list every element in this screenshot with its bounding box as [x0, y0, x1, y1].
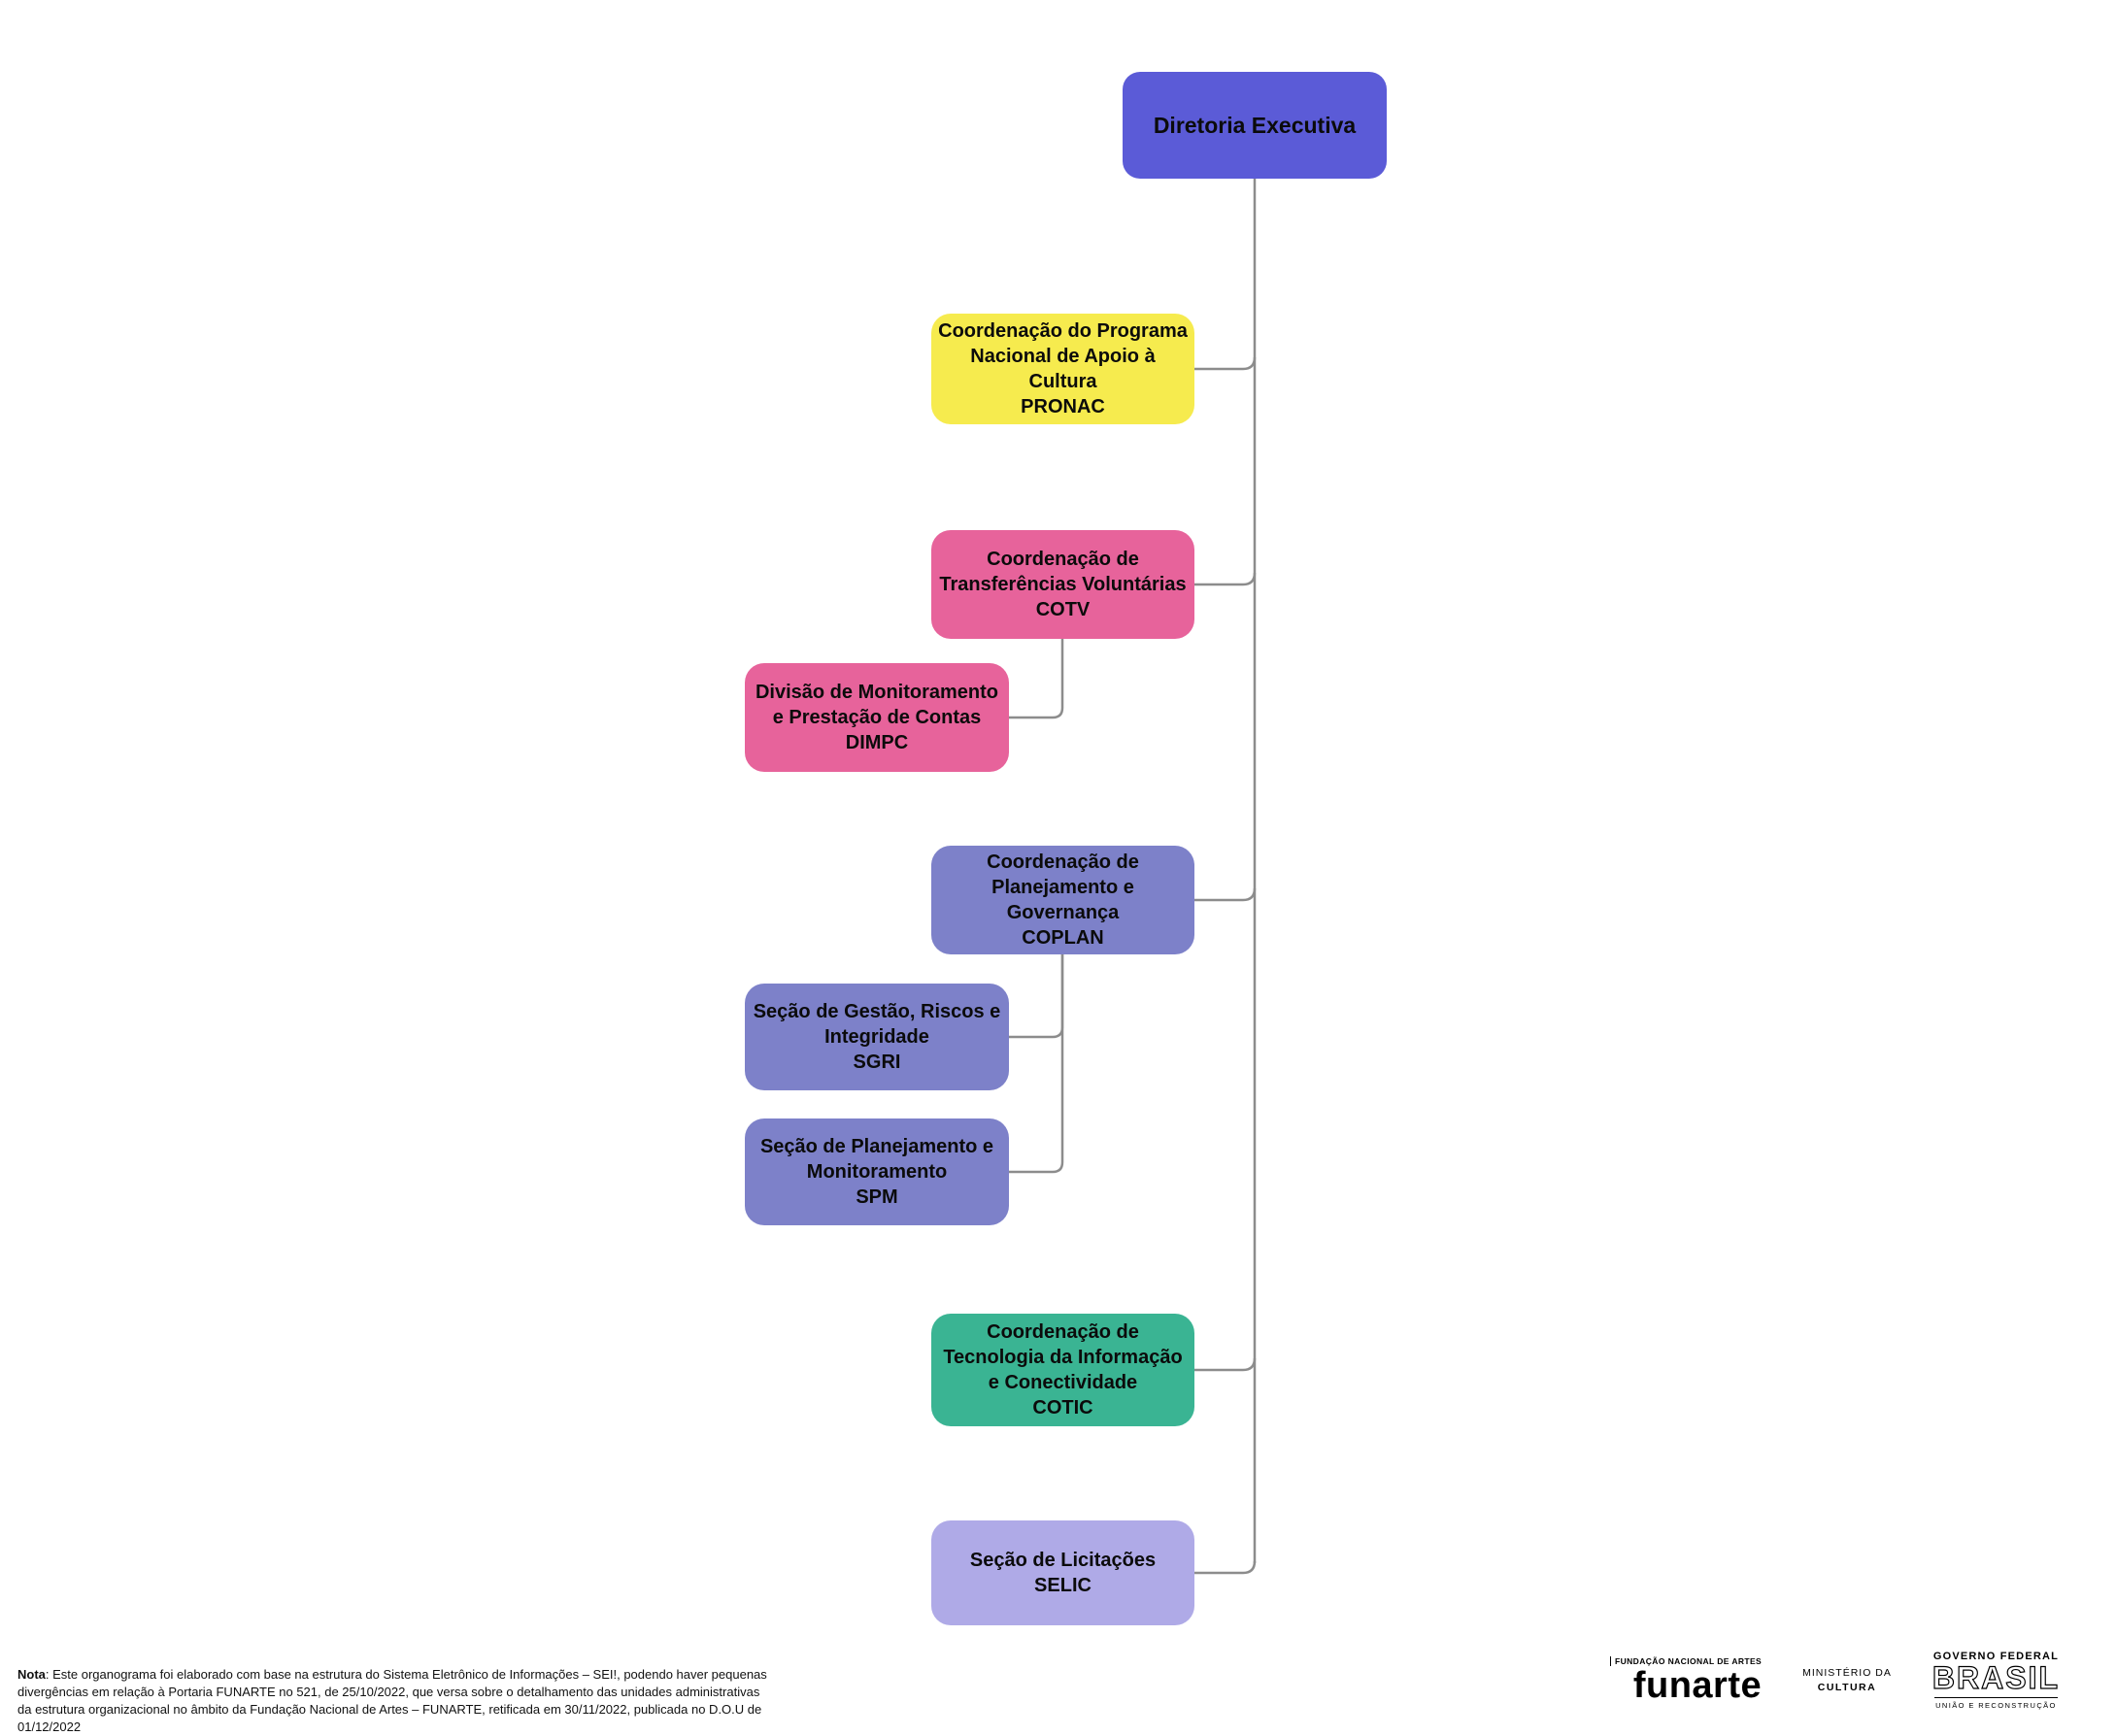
stub-coplan	[1194, 887, 1257, 902]
branch-dimpc	[1009, 639, 1064, 719]
org-node-name: Coordenação de Planejamento e Governança	[987, 851, 1139, 923]
org-node-dimpc: Divisão de Monitoramento e Prestação de …	[745, 663, 1009, 772]
governo-divider	[1933, 1696, 2058, 1698]
org-node-cotic: Coordenação de Tecnologia da Informação …	[931, 1314, 1194, 1426]
org-node-name: Diretoria Executiva	[1153, 113, 1357, 138]
funarte-logo: FUNDAÇÃO NACIONAL DE ARTES funarte	[1610, 1655, 1763, 1706]
stub-cotv	[1194, 572, 1257, 586]
stub-pronac	[1194, 356, 1257, 371]
org-node-acronym: DIMPC	[845, 732, 909, 753]
governo-federal-label: GOVERNO FEDERAL	[1932, 1651, 2060, 1662]
stub-selic	[1194, 1560, 1257, 1575]
org-node-acronym: COTV	[1035, 599, 1091, 620]
org-node-name: Divisão de Monitoramento e Prestação de …	[755, 682, 999, 728]
stub-cotic	[1194, 1357, 1257, 1372]
ministerio-cultura-logo: MINISTÉRIO DA CULTURA	[1802, 1667, 1892, 1693]
org-node-acronym: COPLAN	[1022, 927, 1104, 949]
ministerio-line1: MINISTÉRIO DA	[1802, 1666, 1892, 1679]
org-node-diretoria-executiva: Diretoria Executiva	[1123, 72, 1387, 179]
ministerio-line2: CULTURA	[1817, 1681, 1877, 1693]
org-node-name: Coordenação de Transferências Voluntária…	[939, 549, 1187, 595]
brasil-wordmark: BRASIL	[1931, 1660, 2060, 1695]
org-node-name: Seção de Gestão, Riscos e Integridade	[753, 1001, 1001, 1048]
footer-logos: FUNDAÇÃO NACIONAL DE ARTES funarte MINIS…	[1610, 1651, 2060, 1710]
org-node-acronym: SGRI	[853, 1052, 901, 1073]
funarte-logo-wordmark: funarte	[1632, 1664, 1763, 1706]
org-node-acronym: PRONAC	[1021, 396, 1105, 417]
org-node-name: Seção de Planejamento e Monitoramento	[759, 1136, 994, 1183]
org-node-acronym: COTIC	[1032, 1397, 1093, 1419]
org-node-acronym: SELIC	[1034, 1575, 1092, 1596]
branch-spm	[1009, 954, 1064, 1174]
governo-slogan: UNIÃO E RECONSTRUÇÃO	[1935, 1700, 2057, 1710]
org-node-name: Coordenação do Programa Nacional de Apoi…	[938, 320, 1188, 392]
org-node-cotv: Coordenação de Transferências Voluntária…	[931, 530, 1194, 639]
footnote: Nota: Este organograma foi elaborado com…	[17, 1666, 777, 1736]
org-node-name: Seção de Licitações	[969, 1550, 1157, 1571]
org-node-pronac: Coordenação do Programa Nacional de Apoi…	[931, 314, 1194, 424]
org-node-sgri: Seção de Gestão, Riscos e Integridade SG…	[745, 984, 1009, 1090]
governo-federal-logo: GOVERNO FEDERAL BRASIL UNIÃO E RECONSTRU…	[1931, 1651, 2060, 1710]
footnote-text: : Este organograma foi elaborado com bas…	[17, 1667, 767, 1734]
footnote-label: Nota	[17, 1667, 46, 1682]
branch-sgri	[1009, 954, 1064, 1039]
org-node-coplan: Coordenação de Planejamento e Governança…	[931, 846, 1194, 954]
org-node-selic: Seção de Licitações SELIC	[931, 1520, 1194, 1625]
org-node-name: Coordenação de Tecnologia da Informação …	[943, 1321, 1183, 1393]
org-node-acronym: SPM	[856, 1186, 898, 1208]
funarte-logo-subtitle: FUNDAÇÃO NACIONAL DE ARTES	[1610, 1655, 1762, 1666]
org-node-spm: Seção de Planejamento e Monitoramento SP…	[745, 1118, 1009, 1225]
